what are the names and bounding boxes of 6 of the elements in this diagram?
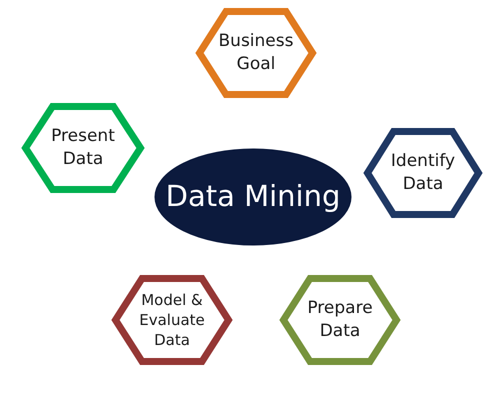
step-label: Present Data	[50, 125, 116, 171]
step-label: Identify Data	[390, 150, 456, 196]
center-title: Data Mining	[166, 178, 340, 216]
step-label: Business Goal	[218, 30, 294, 76]
step-label: Model & Evaluate Data	[138, 290, 206, 350]
step-label: Prepare Data	[306, 297, 374, 343]
